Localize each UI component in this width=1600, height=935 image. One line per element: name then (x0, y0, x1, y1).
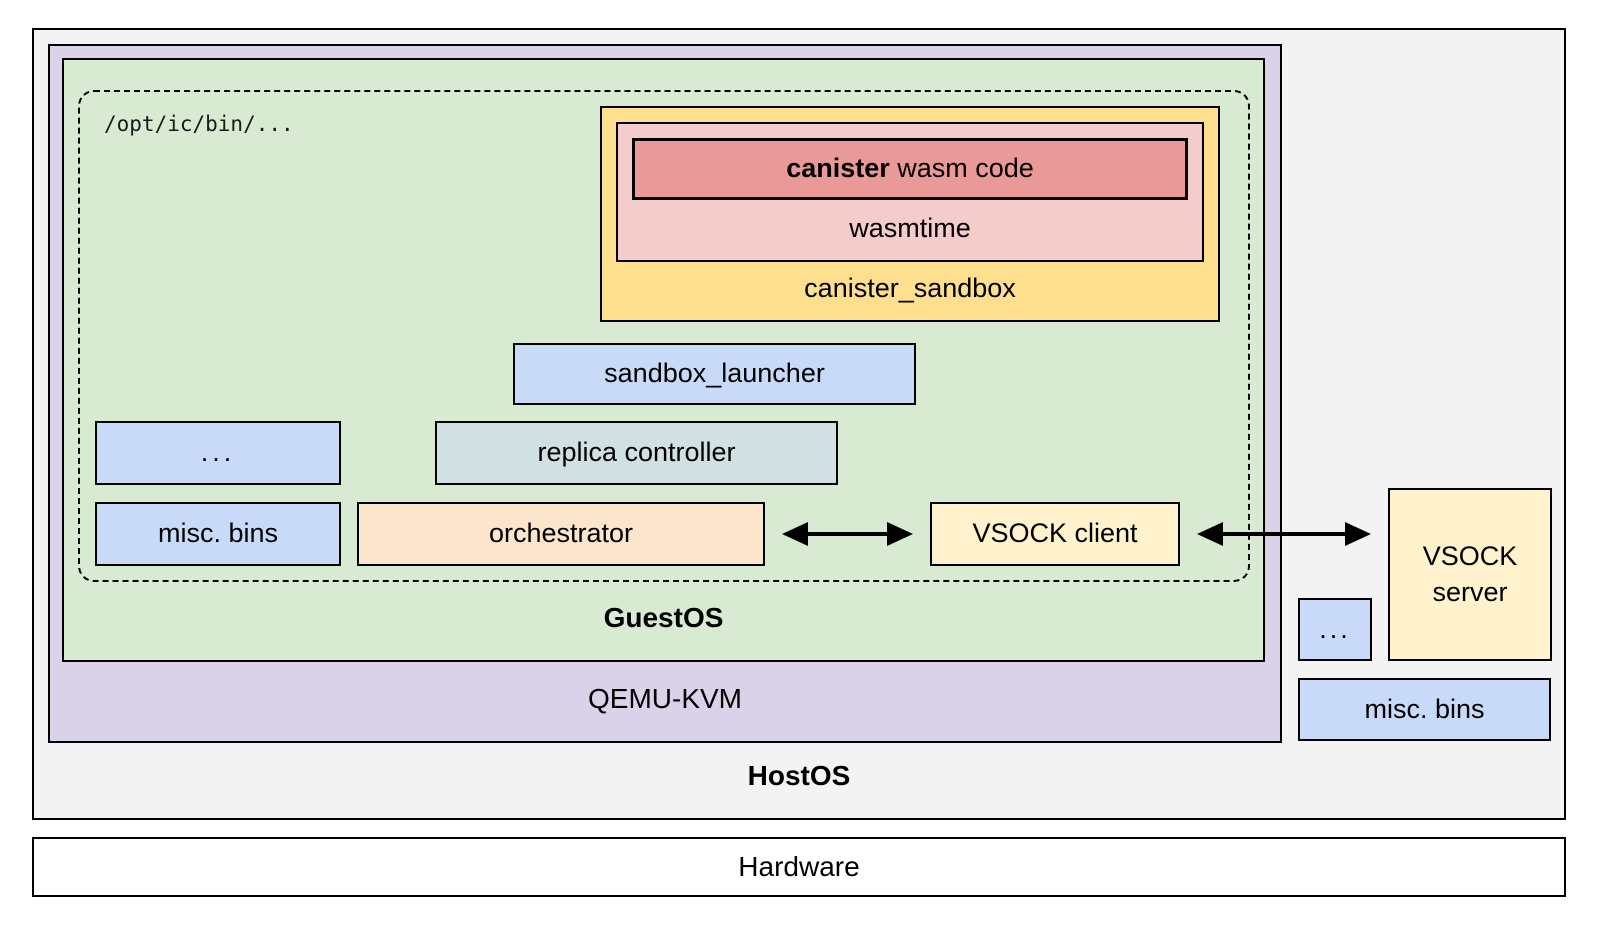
replica-controller-box: replica controller (435, 421, 838, 485)
hardware-label: Hardware (738, 850, 860, 882)
guest-os-label: GuestOS (603, 601, 724, 633)
hardware-box: Hardware (32, 837, 1566, 897)
bin-dir-path-label: /opt/ic/bin/... (104, 112, 294, 136)
more-bins-host-label: ... (1319, 613, 1351, 644)
more-bins-host-box: ... (1298, 598, 1372, 661)
canister-wasm-code-box: canister wasm code (632, 138, 1188, 200)
host-os-label: HostOS (747, 759, 851, 791)
bin-dir-dashed-box (78, 90, 1250, 582)
canister-sandbox-label: canister_sandbox (804, 272, 1016, 303)
misc-bins-host-label: misc. bins (1364, 693, 1485, 724)
sandbox-launcher-box: sandbox_launcher (513, 343, 916, 405)
qemu-kvm-label: QEMU-KVM (588, 682, 742, 714)
vsock-server-box: VSOCK server (1388, 488, 1552, 661)
canister-wasm-code-label: canister wasm code (786, 153, 1034, 184)
orchestrator-label: orchestrator (488, 518, 634, 549)
more-bins-guest-box: ... (95, 421, 341, 485)
misc-bins-host-box: misc. bins (1298, 678, 1551, 741)
misc-bins-guest-label: misc. bins (157, 518, 279, 549)
orchestrator-box: orchestrator (357, 502, 765, 566)
vsock-server-label: VSOCK server (1422, 541, 1518, 607)
wasmtime-label: wasmtime (849, 212, 971, 243)
misc-bins-guest-box: misc. bins (95, 502, 341, 566)
vsock-client-label: VSOCK client (972, 518, 1138, 549)
vsock-client-box: VSOCK client (930, 502, 1180, 566)
replica-controller-label: replica controller (537, 437, 736, 468)
more-bins-guest-label: ... (200, 437, 236, 468)
sandbox-launcher-label: sandbox_launcher (604, 358, 825, 389)
